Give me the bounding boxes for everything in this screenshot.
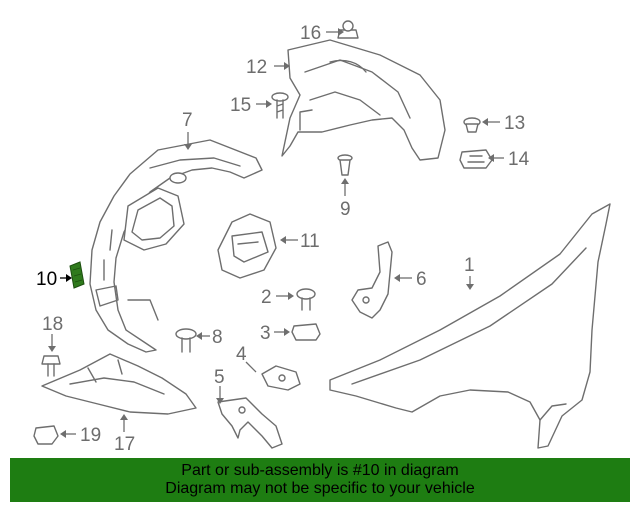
callout-8: 8 [212,327,223,348]
part-10-highlighted-bracket[interactable] [69,261,85,289]
disclaimer-banner: Part or sub-assembly is #10 in diagram D… [10,458,630,502]
callout-15: 15 [230,95,251,116]
part-16-clip[interactable] [337,20,359,39]
callout-11: 11 [300,231,320,252]
part-17-splash-shield[interactable] [41,353,197,415]
part-6-bracket[interactable] [351,241,393,319]
part-11-bracket[interactable] [217,213,277,279]
part-9-push-pin[interactable] [337,154,353,176]
part-12-upper-liner[interactable] [281,39,446,161]
part-18-clip[interactable] [41,355,61,377]
part-15-screw[interactable] [271,92,289,119]
callout-2: 2 [261,287,272,308]
callout-12: 12 [246,57,267,78]
callout-7: 7 [182,110,193,131]
callout-17: 17 [114,434,135,455]
callout-19: 19 [80,425,101,446]
part-8-clip[interactable] [175,328,197,353]
callout-10-highlighted: 10 [36,269,57,290]
callout-6: 6 [416,269,427,290]
part-4-bracket[interactable] [261,365,301,391]
callout-18: 18 [42,314,63,335]
callout-3: 3 [260,323,271,344]
banner-line-2: Diagram may not be specific to your vehi… [165,480,475,497]
part-19-clip[interactable] [33,425,59,445]
callout-9: 9 [340,199,351,220]
part-7-wheel-arch-liner[interactable] [89,139,263,353]
part-3-nut-clip[interactable] [291,323,321,341]
callout-16: 16 [300,23,321,44]
callout-5: 5 [214,367,225,388]
part-1-fender[interactable] [329,203,611,449]
banner-line-1: Part or sub-assembly is #10 in diagram [181,462,459,479]
callout-labels: 16 12 15 13 14 9 7 11 6 10 1 2 3 8 4 5 1… [36,23,530,455]
part-14-nut-clip[interactable] [459,149,493,169]
callout-4: 4 [236,344,247,365]
part-13-clip[interactable] [463,117,481,133]
callout-13: 13 [504,113,525,134]
callout-14: 14 [508,149,530,170]
part-2-screw[interactable] [296,288,316,311]
callout-1: 1 [464,255,475,276]
leader-lines [48,28,504,438]
part-5-lower-bracket[interactable] [217,397,283,449]
